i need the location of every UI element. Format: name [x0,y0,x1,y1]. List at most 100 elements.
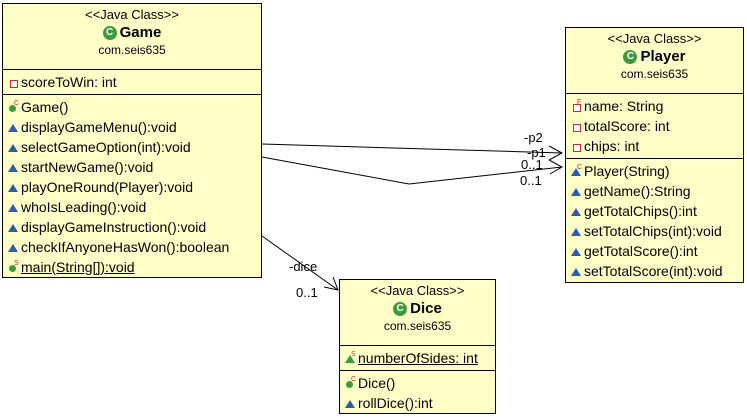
method-text: whoIsLeading():void [21,199,147,215]
package-triangle-icon [8,222,19,233]
method-text: startNewGame():void [21,159,154,175]
attribute-row[interactable]: scoreToWin: int [3,72,261,92]
association-p2-arrowhead [548,145,564,161]
role-dice-label: -dice [289,259,318,274]
method-row[interactable]: getName():String [566,181,743,201]
method-text: Game() [21,99,69,115]
package-triangle-icon [571,266,582,277]
method-text: setTotalScore(int):void [584,263,723,279]
constructor-icon: C [8,100,19,113]
package-triangle-icon [8,242,19,253]
class-name-game: Game [119,24,162,41]
method-row[interactable]: playOneRound(Player):void [3,177,261,197]
method-row[interactable]: getTotalChips():int [566,201,743,221]
package-triangle-icon [8,142,19,153]
class-header-player: <<Java Class>> C Player com.seis635 [566,28,743,94]
method-text: rollDice():int [358,395,433,411]
method-row[interactable]: getTotalScore():int [566,241,743,261]
package-triangle-icon [8,202,19,213]
stereotype-label: <<Java Class>> [85,7,179,22]
method-row[interactable]: rollDice():int [340,393,495,413]
class-header-game: <<Java Class>> C Game com.seis635 [3,4,261,70]
role-p1-label: -p1 [527,145,546,160]
private-square-icon [571,121,582,132]
attribute-text: totalScore: int [584,118,670,134]
package-triangle-icon [571,206,582,217]
package-triangle-icon [571,246,582,257]
stereotype-label: <<Java Class>> [607,31,702,46]
attributes-section-game: scoreToWin: int [3,70,261,95]
role-p2-label: -p2 [524,130,543,145]
method-text: selectGameOption(int):void [21,139,191,155]
method-row[interactable]: whoIsLeading():void [3,197,261,217]
static-public-circle-icon: S [8,260,19,273]
association-dice-arrowhead [323,276,339,291]
class-title-player: C Player [566,47,743,66]
package-triangle-icon [8,122,19,133]
class-c-icon: C [393,301,408,316]
method-text: getTotalChips():int [584,203,697,219]
class-c-icon: C [102,25,117,40]
class-name-dice: Dice [410,300,442,317]
class-box-game[interactable]: <<Java Class>> C Game com.seis635 scoreT… [2,3,262,278]
method-text: displayGameInstruction():void [21,219,207,235]
package-triangle-icon [8,162,19,173]
attribute-text: numberOfSides: int [358,350,478,366]
attribute-text: chips: int [584,138,640,154]
multiplicity-dice-label: 0..1 [296,285,318,300]
constructor-icon: C [345,376,356,389]
method-text: Player(String) [584,163,670,179]
method-text: setTotalChips(int):void [584,223,722,239]
method-text: displayGameMenu():void [21,119,177,135]
attribute-row[interactable]: chips: int [566,136,743,156]
method-row[interactable]: startNewGame():void [3,157,261,177]
method-row[interactable]: setTotalScore(int):void [566,261,743,281]
multiplicity-p2-label: 0..1 [521,157,543,172]
package-triangle-icon [571,226,582,237]
method-text: getTotalScore():int [584,243,698,259]
method-text: main(String[]):void [21,259,135,275]
package-triangle-icon [8,182,19,193]
class-title-game: C Game [3,23,261,42]
stereotype-label: <<Java Class>> [370,283,465,298]
method-row[interactable]: displayGameMenu():void [3,117,261,137]
method-row[interactable]: selectGameOption(int):void [3,137,261,157]
class-c-icon: C [623,49,638,64]
method-row[interactable]: displayGameInstruction():void [3,217,261,237]
package-label: com.seis635 [620,67,689,81]
association-p1-arrowhead [548,159,564,175]
association-dice-line [261,235,339,291]
attribute-row[interactable]: totalScore: int [566,116,743,136]
method-text: playOneRound(Player):void [21,179,193,195]
package-triangle-icon [345,398,356,409]
method-row[interactable]: setTotalChips(int):void [566,221,743,241]
attribute-text: name: String [584,98,664,114]
method-text: checkIfAnyoneHasWon():boolean [21,239,230,255]
static-package-icon: S [345,351,356,364]
package-triangle-icon [571,186,582,197]
private-square-icon [571,141,582,152]
method-row[interactable]: checkIfAnyoneHasWon():boolean [3,237,261,257]
private-final-square-icon: F [571,99,582,112]
association-p2-line [261,143,563,154]
association-p1-line [261,156,563,185]
multiplicity-p1-label: 0..1 [520,173,542,188]
package-label: com.seis635 [98,43,166,57]
class-header-dice: <<Java Class>> C Dice com.seis635 [340,280,495,346]
package-constructor-icon: C [571,164,582,177]
class-name-player: Player [640,48,686,65]
